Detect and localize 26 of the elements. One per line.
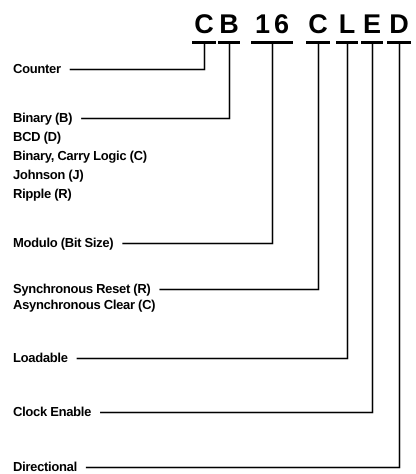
leader-line bbox=[122, 44, 274, 244]
leader-line bbox=[81, 44, 230, 120]
code-letter: C bbox=[192, 6, 216, 44]
option-label: Synchronous Reset (R) bbox=[13, 281, 150, 297]
option-label: Directional bbox=[13, 458, 77, 474]
leader-line bbox=[100, 44, 374, 414]
option-label: Clock Enable bbox=[13, 403, 92, 420]
code-letter: L bbox=[336, 6, 358, 44]
option-label: Johnson (J) bbox=[13, 166, 84, 184]
code-letter: E bbox=[361, 6, 383, 44]
option-label: Ripple (R) bbox=[13, 185, 72, 203]
option-label: Modulo (Bit Size) bbox=[13, 234, 114, 251]
leader-line bbox=[76, 44, 348, 360]
code-letter: C bbox=[306, 6, 330, 44]
code-letter: 16 bbox=[251, 6, 293, 44]
leader-line bbox=[86, 44, 400, 468]
option-label: Binary (B) bbox=[13, 109, 72, 127]
option-label: Asynchronous Clear (C) bbox=[13, 297, 156, 313]
option-label: Loadable bbox=[13, 349, 68, 366]
leader-line bbox=[70, 44, 206, 70]
option-label: BCD (D) bbox=[13, 128, 61, 146]
option-label: Binary, Carry Logic (C) bbox=[13, 147, 147, 165]
option-label: Counter bbox=[13, 60, 61, 77]
code-letter: B bbox=[218, 6, 240, 44]
code-letter: D bbox=[387, 6, 411, 44]
leader-line bbox=[159, 44, 320, 290]
